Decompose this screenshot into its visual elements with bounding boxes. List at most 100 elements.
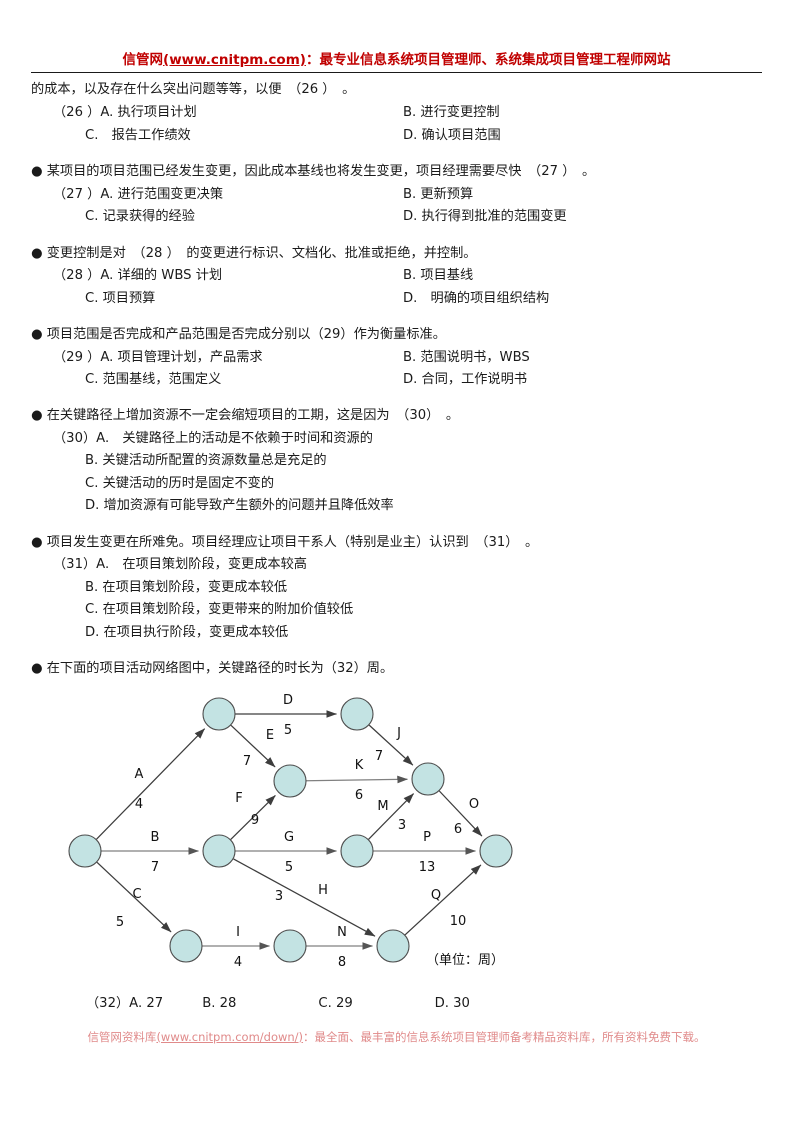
option-31-a[interactable]: （31）A. 在项目策划阶段，变更成本较高 bbox=[53, 557, 307, 573]
header-text: 信管网(www.cnitpm.com)：最专业信息系统项目管理师、系统集成项目管… bbox=[123, 48, 671, 68]
question-29-stem: ● 项目范围是否完成和产品范围是否完成分别以（29）作为衡量标准。 bbox=[31, 327, 446, 343]
network-node-n2 bbox=[202, 697, 236, 731]
footer-site-name: 信管网资料库 bbox=[87, 1030, 157, 1044]
network-edge-Q bbox=[404, 864, 482, 936]
option-30-d[interactable]: D. 增加资源有可能导致产生额外的问题并且降低效率 bbox=[85, 498, 394, 514]
option-31-c[interactable]: C. 在项目策划阶段，变更带来的附加价值较低 bbox=[85, 602, 354, 618]
footer-text: 信管网资料库(www.cnitpm.com/down/)：最全面、最丰富的信息系… bbox=[87, 1029, 705, 1045]
option-28-d[interactable]: D. 明确的项目组织结构 bbox=[403, 290, 550, 306]
question-26-options: （26 ）A. 执行项目计划 B. 进行变更控制 C. 报告工作绩效 D. 确认… bbox=[31, 102, 762, 147]
network-edge-J bbox=[368, 724, 414, 766]
option-32-d[interactable]: D. 30 bbox=[434, 996, 470, 1011]
edge-duration-label-K: 6 bbox=[355, 788, 363, 803]
network-edge-E bbox=[230, 724, 276, 768]
question-30-options: （30）A. 关键路径上的活动是不依赖于时间和资源的 B. 关键活动所配置的资源… bbox=[31, 428, 762, 518]
edge-activity-label-J: J bbox=[396, 726, 401, 741]
network-edge-M bbox=[368, 793, 415, 840]
edge-activity-label-N: N bbox=[337, 925, 347, 940]
option-32-c[interactable]: C. 29 bbox=[318, 996, 353, 1011]
edge-duration-label-F: 9 bbox=[251, 813, 259, 828]
diagram-unit-note: （单位：周） bbox=[426, 953, 504, 968]
option-27-c[interactable]: C. 记录获得的经验 bbox=[85, 209, 195, 225]
option-32-b[interactable]: B. 28 bbox=[202, 996, 237, 1011]
site-footer-banner: 信管网资料库(www.cnitpm.com/down/)：最全面、最丰富的信息系… bbox=[0, 1026, 793, 1045]
network-edge-C bbox=[96, 861, 172, 933]
footer-url[interactable]: (www.cnitpm.com/down/) bbox=[156, 1030, 304, 1044]
edge-activity-label-H: H bbox=[318, 883, 328, 898]
option-26-a[interactable]: （26 ）A. 执行项目计划 bbox=[53, 105, 197, 121]
header-url[interactable]: (www.cnitpm.com) bbox=[163, 52, 306, 68]
edge-activity-label-B: B bbox=[151, 830, 160, 845]
question-30: ● 在关键路径上增加资源不一定会缩短项目的工期，这是因为 （30） 。 （30）… bbox=[31, 406, 762, 517]
option-26-b[interactable]: B. 进行变更控制 bbox=[403, 105, 500, 121]
edge-duration-label-G: 5 bbox=[285, 860, 293, 875]
exam-content: 的成本，以及存在什么突出问题等等，以便 （26 ） 。 （26 ）A. 执行项目… bbox=[31, 80, 762, 680]
network-edge-F bbox=[230, 794, 276, 840]
continued-sentence: 的成本，以及存在什么突出问题等等，以便 （26 ） 。 bbox=[31, 82, 356, 97]
edge-activity-label-E: E bbox=[266, 728, 274, 743]
edge-activity-label-I: I bbox=[236, 925, 240, 940]
edge-duration-label-I: 4 bbox=[234, 955, 242, 970]
network-node-n7 bbox=[340, 834, 374, 868]
option-31-b[interactable]: B. 在项目策划阶段，变更成本较低 bbox=[85, 579, 288, 595]
network-node-n5 bbox=[202, 834, 236, 868]
question-30-stem: ● 在关键路径上增加资源不一定会缩短项目的工期，这是因为 （30） 。 bbox=[31, 408, 460, 424]
option-30-a[interactable]: （30）A. 关键路径上的活动是不依赖于时间和资源的 bbox=[53, 430, 373, 446]
question-32-answers: （32）A. 27 B. 28 C. 29 D. 30 bbox=[86, 992, 726, 1011]
edge-activity-label-G: G bbox=[284, 830, 294, 845]
header-divider-rule bbox=[31, 72, 762, 73]
network-node-n11 bbox=[479, 834, 513, 868]
network-node-n10 bbox=[376, 929, 410, 963]
question-29: ● 项目范围是否完成和产品范围是否完成分别以（29）作为衡量标准。 （29 ）A… bbox=[31, 325, 762, 391]
edge-duration-label-M: 3 bbox=[398, 818, 406, 833]
edge-duration-label-Q: 10 bbox=[450, 914, 467, 929]
option-26-d[interactable]: D. 确认项目范围 bbox=[403, 127, 501, 143]
option-29-b[interactable]: B. 范围说明书，WBS bbox=[403, 349, 530, 365]
network-edge-H bbox=[233, 858, 376, 937]
edge-activity-label-Q: Q bbox=[431, 888, 441, 903]
question-31-stem: ● 项目发生变更在所难免。项目经理应让项目干系人（特别是业主）认识到 （31） … bbox=[31, 534, 539, 550]
edge-duration-label-D: 5 bbox=[284, 723, 292, 738]
edge-duration-label-P: 13 bbox=[419, 860, 436, 875]
header-site-name: 信管网 bbox=[122, 52, 164, 68]
edge-activity-label-K: K bbox=[355, 758, 364, 773]
option-27-a[interactable]: （27 ）A. 进行范围变更决策 bbox=[53, 186, 224, 202]
edge-activity-label-C: C bbox=[132, 887, 141, 902]
option-29-a[interactable]: （29 ）A. 项目管理计划，产品需求 bbox=[53, 349, 263, 365]
network-node-n1 bbox=[68, 834, 102, 868]
edge-activity-label-A: A bbox=[135, 767, 144, 782]
question-28-stem: ● 变更控制是对 （28 ） 的变更进行标识、文档化、批准或拒绝，并控制。 bbox=[31, 245, 477, 261]
option-28-c[interactable]: C. 项目预算 bbox=[85, 290, 156, 306]
question-28-options: （28 ）A. 详细的 WBS 计划 B. 项目基线 C. 项目预算 D. 明确… bbox=[31, 265, 762, 310]
edge-duration-label-J: 7 bbox=[375, 749, 383, 764]
option-32-a[interactable]: （32）A. 27 bbox=[86, 996, 164, 1011]
option-31-d[interactable]: D. 在项目执行阶段，变更成本较低 bbox=[85, 624, 289, 640]
question-27-options: （27 ）A. 进行范围变更决策 B. 更新预算 C. 记录获得的经验 D. 执… bbox=[31, 184, 762, 229]
edge-duration-label-H: 3 bbox=[275, 889, 283, 904]
question-31: ● 项目发生变更在所难免。项目经理应让项目干系人（特别是业主）认识到 （31） … bbox=[31, 533, 762, 644]
edge-activity-label-F: F bbox=[235, 791, 242, 806]
option-27-b[interactable]: B. 更新预算 bbox=[403, 186, 474, 202]
edge-duration-label-B: 7 bbox=[151, 860, 159, 875]
option-30-b[interactable]: B. 关键活动所配置的资源数量总是充足的 bbox=[85, 453, 327, 469]
option-28-b[interactable]: B. 项目基线 bbox=[403, 268, 474, 284]
network-edges bbox=[96, 710, 483, 950]
network-edge-O bbox=[438, 790, 483, 837]
edge-duration-label-E: 7 bbox=[243, 754, 251, 769]
option-28-a[interactable]: （28 ）A. 详细的 WBS 计划 bbox=[53, 268, 223, 284]
option-27-d[interactable]: D. 执行得到批准的范围变更 bbox=[403, 209, 567, 225]
option-29-d[interactable]: D. 合同，工作说明书 bbox=[403, 371, 528, 387]
question-28: ● 变更控制是对 （28 ） 的变更进行标识、文档化、批准或拒绝，并控制。 （2… bbox=[31, 244, 762, 310]
network-edge-K bbox=[306, 775, 408, 784]
network-node-n9 bbox=[273, 929, 307, 963]
question-29-options: （29 ）A. 项目管理计划，产品需求 B. 范围说明书，WBS C. 范围基线… bbox=[31, 347, 762, 392]
edge-duration-label-C: 5 bbox=[116, 915, 124, 930]
question-32-stem: ● 在下面的项目活动网络图中，关键路径的时长为（32）周。 bbox=[31, 660, 394, 676]
option-26-c[interactable]: C. 报告工作绩效 bbox=[85, 127, 191, 143]
option-29-c[interactable]: C. 范围基线，范围定义 bbox=[85, 371, 222, 387]
edge-duration-label-N: 8 bbox=[338, 955, 346, 970]
footer-tagline: ：最全面、最丰富的信息系统项目管理师备考精品资料库，所有资料免费下载。 bbox=[303, 1030, 706, 1044]
edge-activity-label-M: M bbox=[377, 799, 388, 814]
option-30-c[interactable]: C. 关键活动的历时是固定不变的 bbox=[85, 475, 275, 491]
